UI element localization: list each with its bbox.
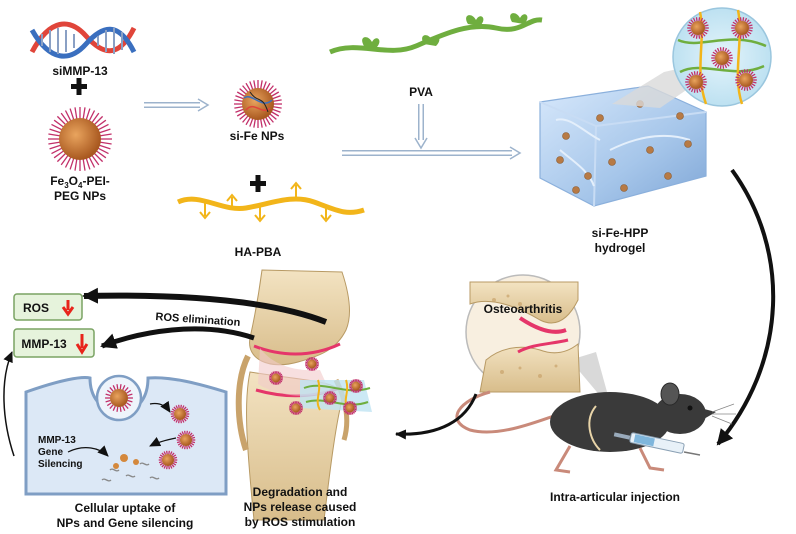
fe3o4-nanoparticle-icon — [48, 107, 112, 171]
hydrogel-label-line2: hydrogel — [595, 241, 646, 255]
plus-icon-2 — [250, 175, 266, 192]
knee-np-icon — [349, 379, 363, 393]
arrow-to-hydrogel — [342, 146, 522, 160]
ha-pba-polymer-icon — [176, 181, 365, 223]
arrow-mouse-to-knee — [395, 393, 478, 440]
gene-silencing-label-2: Gene — [38, 447, 63, 458]
cellular-uptake-label-line1: Cellular uptake of — [75, 501, 177, 515]
mmp13-box — [13, 328, 95, 358]
plus-icon — [71, 78, 87, 95]
hydrogel-label-line1: si-Fe-HPP — [592, 226, 649, 240]
released-np-icon — [158, 450, 178, 470]
fe3o4-label-line1: Fe3O4-PEI- — [50, 174, 110, 190]
degradation-label-line3: by ROS stimulation — [245, 515, 356, 529]
arrow-pva-down — [414, 104, 428, 150]
gene-silencing-label-3: Silencing — [38, 459, 82, 470]
pva-polymer-icon — [329, 13, 543, 55]
hydrogel-block-icon — [539, 85, 707, 207]
degradation-label-line2: NPs release caused — [244, 500, 357, 514]
knee-np-icon — [269, 371, 283, 385]
knee-np-icon — [289, 401, 303, 415]
circle-np-icon — [731, 17, 753, 39]
knee-np-icon — [305, 357, 319, 371]
circle-np-icon — [735, 69, 757, 91]
degradation-label-line1: Degradation and — [253, 485, 348, 499]
mouse-icon — [455, 382, 736, 474]
ros-box — [13, 293, 83, 321]
endocytosed-np-icon — [105, 384, 133, 412]
cellular-uptake-label-line2: NPs and Gene silencing — [57, 516, 194, 530]
syringe-icon — [613, 432, 701, 456]
osteoarthritis-circle — [465, 274, 612, 410]
knee-joint-icon — [235, 269, 372, 521]
circle-np-icon — [687, 17, 709, 39]
ha-pba-label: HA-PBA — [235, 245, 282, 259]
arrow-cell-to-mmp13 — [3, 351, 15, 457]
pva-label: PVA — [409, 85, 433, 99]
fe3o4-label-line2: PEG NPs — [54, 189, 106, 203]
simmp13-label: siMMP-13 — [52, 64, 108, 78]
hydrogel-zoom-circle — [672, 7, 772, 107]
released-np-icon — [170, 404, 190, 424]
mmp13-box-label: MMP-13 — [21, 337, 67, 351]
down-arrow-icon-2 — [75, 334, 89, 355]
arrow-hydrogel-to-mouse — [716, 168, 776, 446]
ros-box-label: ROS — [23, 301, 49, 315]
intra-articular-label: Intra-articular injection — [550, 490, 680, 504]
sife-nps-label: si-Fe NPs — [230, 129, 285, 143]
down-arrow-icon — [61, 300, 75, 317]
circle-np-icon — [685, 71, 707, 93]
knee-np-icon — [323, 391, 337, 405]
knee-np-icon — [343, 401, 357, 415]
arrow-knee-to-mmp13 — [100, 326, 255, 349]
arrow-ros-elimination — [82, 287, 328, 325]
osteoarthritis-label: Osteoarthritis — [484, 302, 563, 316]
circle-np-icon — [711, 47, 733, 69]
dna-helix-icon — [29, 21, 137, 59]
gene-silencing-label-1: MMP-13 — [38, 435, 76, 446]
cell-icon — [24, 374, 228, 496]
sife-nanoparticle-icon — [234, 80, 282, 128]
ros-elimination-label: ROS elimination — [155, 311, 241, 329]
released-np-icon — [176, 430, 196, 450]
arrow-to-sife — [144, 98, 210, 112]
